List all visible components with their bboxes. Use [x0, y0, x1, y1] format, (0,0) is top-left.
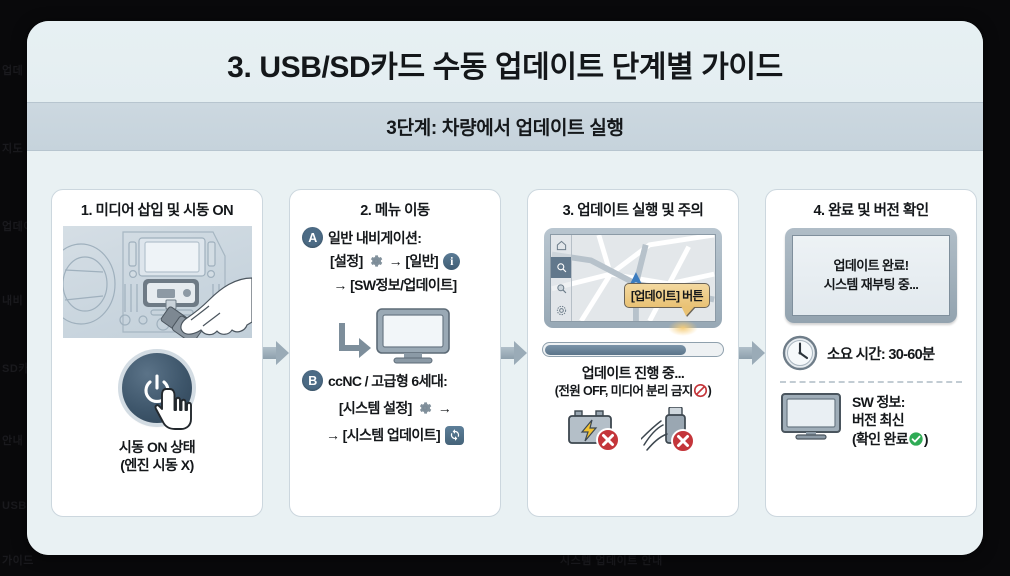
monitor-icon [376, 308, 450, 364]
option-a-line3-row: → [SW정보/업데이트] [298, 275, 492, 295]
option-a-block: A 일반 내비게이션: [설정] → [일반] i → [SW정보/업데이트 [298, 227, 492, 295]
usb-remove-prohibited-icon [641, 406, 695, 453]
completion-screen-text: 업데이트 완료! 시스템 재부팅 중... [792, 235, 950, 316]
background-ghost-text: 내비 [2, 295, 24, 307]
option-b-block: B ccNC / 고급형 6세대: [시스템 설정] → → [시스템 업데이트… [298, 370, 492, 445]
panel-complete-verify: 4. 완료 및 버전 확인 업데이트 완료! 시스템 재부팅 중... [765, 189, 977, 517]
home-icon [556, 240, 566, 251]
option-a-heading: 일반 내비게이션: [328, 229, 422, 246]
option-a-line2-pre: [설정] [329, 253, 363, 269]
panel-3-caption: 업데이트 진행 중... (전원 OFF, 미디어 분리 금지) [536, 364, 730, 400]
option-b-badge: B [302, 370, 323, 391]
panels-area: 1. 미디어 삽입 및 시동 ON [27, 151, 983, 555]
panel-3-caption-line1: 업데이트 진행 중... [581, 365, 685, 381]
settings-icon [556, 305, 566, 315]
step-subtitle: 3단계: 차량에서 업데이트 실행 [386, 118, 624, 139]
sw-info-line1: SW 정보: [852, 394, 905, 410]
option-b-heading-row: B ccNC / 고급형 6세대: [298, 370, 492, 391]
completion-line1: 업데이트 완료! [833, 257, 910, 273]
sw-info-line3-pre: (확인 완료 [852, 430, 909, 447]
panel-media-insert: 1. 미디어 삽입 및 시동 ON [51, 189, 263, 517]
sw-info-line3: (확인 완료) [852, 430, 929, 448]
background-ghost-text: 업데 [2, 65, 24, 77]
tap-hand-icon [154, 388, 192, 430]
nav-home-button[interactable] [551, 235, 571, 257]
option-b-line2: [시스템 설정] [338, 400, 412, 416]
panel-3-caption-line2-end: ) [707, 383, 712, 398]
panel-1-caption: 시동 ON 상태 (엔진 시동 X) [60, 438, 254, 474]
background-ghost-text: USB [2, 500, 27, 512]
refresh-icon [445, 425, 465, 445]
curved-arrow-icon [339, 323, 371, 358]
sw-info-row: SW 정보: 버전 최신 (확인 완료) [774, 392, 968, 448]
update-progress-bar [542, 342, 724, 357]
completion-line2: 시스템 재부팅 중... [823, 276, 919, 292]
sw-info-text: SW 정보: 버전 최신 (확인 완료) [852, 392, 929, 448]
option-a-line3: → [SW정보/업데이트] [333, 277, 457, 293]
navigation-map-area: [업데이트] 버튼 [550, 234, 716, 322]
sw-info-line3-post: ) [923, 430, 929, 447]
option-b-heading: ccNC / 고급형 6세대: [328, 372, 448, 389]
gear-icon [370, 255, 382, 267]
panel-3-title: 3. 업데이트 실행 및 주의 [562, 203, 704, 219]
power-icon [144, 374, 170, 404]
prohibited-icon [693, 383, 707, 397]
magnifier-icon [556, 284, 566, 294]
arrow-right-icon [263, 341, 289, 365]
update-button-callout[interactable]: [업데이트] 버튼 [623, 283, 710, 308]
background-ghost-text: 안내 [2, 435, 24, 447]
completion-screen-illustration: 업데이트 완료! 시스템 재부팅 중... [785, 228, 957, 323]
search-icon [556, 263, 566, 272]
nav-settings-button[interactable] [551, 300, 571, 322]
panel-3-caption-line2: (전원 OFF, 미디어 분리 금지) [536, 383, 730, 400]
gear-icon [419, 402, 431, 414]
battery-prohibited-icon [568, 410, 620, 452]
panel-menu-navigation: 2. 메뉴 이동 A 일반 내비게이션: [설정] → [일반] i [289, 189, 501, 517]
section-divider [780, 381, 962, 383]
info-icon: i [443, 252, 461, 270]
sw-info-line2: 버전 최신 [852, 412, 905, 429]
guide-card: 3. USB/SD카드 수동 업데이트 단계별 가이드 3단계: 차량에서 업데… [27, 21, 983, 555]
car-dashboard-usb-insert-illustration [62, 226, 252, 338]
duration-row: 소요 시간: 30-60분 [774, 335, 968, 371]
menu-to-screen-illustration [298, 303, 492, 365]
arrow-right-icon [501, 341, 527, 365]
page-title: 3. USB/SD카드 수동 업데이트 단계별 가이드 [227, 50, 783, 84]
panel-4-title: 4. 완료 및 버전 확인 [813, 203, 929, 219]
option-a-heading-row: A 일반 내비게이션: [298, 227, 492, 248]
panel-3-caption-line2-text: (전원 OFF, 미디어 분리 금지 [554, 383, 693, 398]
flow-arrow-3-to-4 [739, 151, 765, 555]
navigation-screen-illustration: [업데이트] 버튼 [544, 228, 722, 336]
duration-text: 소요 시간: 30-60분 [827, 346, 935, 363]
panel-run-update: 3. 업데이트 실행 및 주의 [527, 189, 739, 517]
flow-arrow-2-to-3 [501, 151, 527, 555]
flow-arrow-1-to-2 [263, 151, 289, 555]
monitor-icon [781, 393, 841, 440]
update-progress-fill [544, 344, 687, 355]
navigation-side-rail [551, 235, 572, 321]
panel-1-caption-line2: (엔진 시동 X) [120, 457, 194, 474]
subtitle-band: 3단계: 차량에서 업데이트 실행 [27, 102, 983, 151]
check-circle-icon [909, 432, 923, 446]
nav-search-button[interactable] [551, 256, 571, 278]
option-a-badge: A [302, 227, 323, 248]
option-a-line2-row: [설정] → [일반] i [298, 251, 492, 271]
panel-1-title: 1. 미디어 삽입 및 시동 ON [80, 203, 234, 219]
option-a-line2-mid: → [일반] [388, 253, 439, 269]
arrow-right-icon [739, 341, 765, 365]
nav-zoom-button[interactable] [551, 278, 571, 300]
option-b-line3: → [시스템 업데이트] [325, 427, 441, 443]
option-b-line2-post: → [437, 400, 452, 416]
power-button-illustration [118, 351, 196, 430]
panel-3-warning-icons [536, 406, 730, 453]
option-b-line2-row: [시스템 설정] → [298, 398, 492, 418]
background-ghost-text: 지도 [2, 143, 24, 155]
panel-1-caption-line1: 시동 ON 상태 [118, 439, 196, 455]
tap-glow-effect [668, 320, 698, 336]
panel-2-title: 2. 메뉴 이동 [360, 203, 430, 219]
card-title-band: 3. USB/SD카드 수동 업데이트 단계별 가이드 [27, 21, 983, 102]
clock-icon [782, 335, 818, 371]
option-b-line3-row: → [시스템 업데이트] [298, 425, 492, 445]
